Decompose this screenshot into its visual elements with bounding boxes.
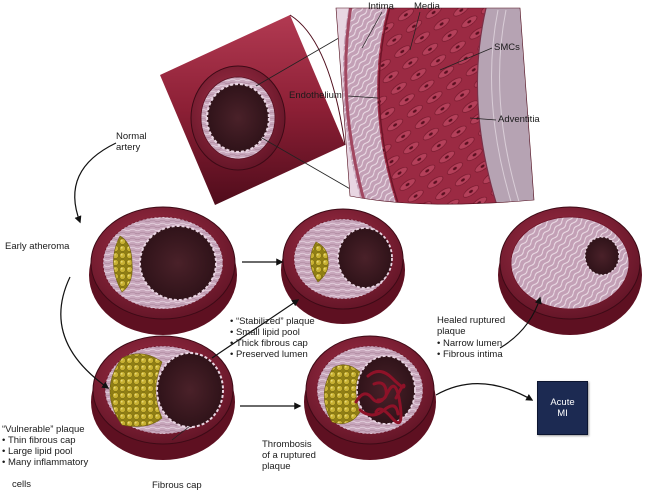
stabilized-plaque-text: “Stabilized” plaque (230, 316, 315, 327)
early-atheroma-vessel (89, 206, 237, 335)
vulnerable-bullets: Thin fibrous cap Large lipid pool Many i… (2, 435, 88, 468)
stabilized-bullet: Small lipid pool (230, 327, 308, 338)
arrow-normal-to-early (74, 142, 117, 224)
label-intima: Intima (368, 1, 394, 12)
leader-smcs (439, 47, 493, 71)
healed-bullets: Narrow lumen Fibrous intima (437, 338, 503, 360)
label-adventitia: Adventitia (498, 114, 540, 125)
label-media: Media (414, 1, 440, 12)
arrow-early-to-vulnerable (60, 276, 110, 389)
arrow-thrombosis-to-mi (435, 383, 534, 401)
zoom-line-bottom (261, 137, 353, 191)
label-fibrous-cap: Fibrous cap (152, 480, 202, 491)
thrombosis-vessel (304, 335, 436, 460)
label-normal-artery: Normal artery (116, 131, 147, 153)
leader-lines (171, 11, 497, 441)
vulnerable-bullet: Large lipid pool (2, 446, 88, 457)
healed-plaque-title: Healed ruptured plaque (437, 315, 506, 337)
magnified-wall-section (336, 8, 534, 205)
leader-endothelium (347, 95, 379, 99)
label-thrombosis: Thrombosis of a ruptured plaque (262, 439, 316, 472)
vulnerable-bullet: Thin fibrous cap (2, 435, 88, 446)
healed-plaque-vessel (498, 206, 642, 335)
vulnerable-plaque-title: “Vulnerable” plaque (2, 424, 85, 435)
progression-arrows (60, 142, 542, 410)
vulnerable-plaque-vessel (91, 335, 235, 460)
leader-fibrous-cap (171, 425, 191, 441)
healed-bullet: Narrow lumen (437, 338, 503, 349)
label-smcs: SMCs (494, 42, 520, 53)
healed-bullet: Fibrous intima (437, 349, 503, 360)
thrombus-clot (354, 370, 406, 425)
arrow-thrombosis-to-healed (499, 296, 542, 349)
stabilized-title: “Stabilized” plaque (230, 316, 315, 327)
label-endothelium: Endothelium (289, 90, 342, 101)
leader-media (409, 11, 421, 51)
stabilized-bullet: Thick fibrous cap (230, 338, 308, 349)
stabilized-bullets: Small lipid pool Thick fibrous cap Prese… (230, 327, 308, 360)
vulnerable-bullet: Many inflammatory (2, 457, 88, 468)
acute-mi-box: Acute MI (537, 381, 588, 435)
stabilized-bullet: Preserved lumen (230, 349, 308, 360)
leader-intima (361, 11, 383, 49)
vulnerable-bullet-continued: cells (12, 479, 32, 490)
leader-adventitia (469, 117, 497, 121)
stabilized-plaque-vessel (281, 208, 405, 324)
acute-mi-line-2: MI (557, 408, 568, 419)
acute-mi-line-1: Acute (550, 397, 575, 408)
label-early-atheroma: Early atheroma (5, 241, 70, 252)
normal-artery-tube (160, 14, 346, 205)
